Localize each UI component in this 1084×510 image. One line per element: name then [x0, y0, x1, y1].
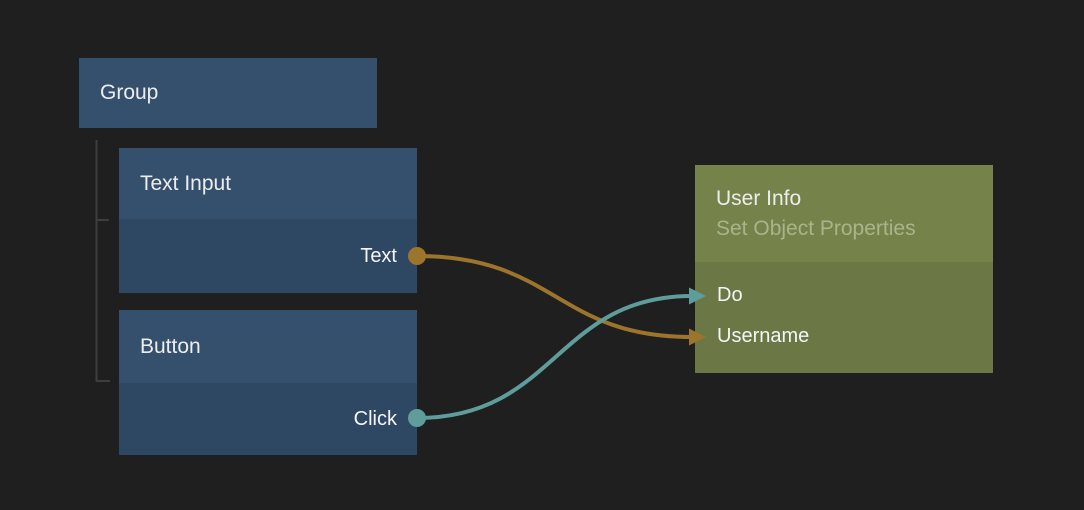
- wire-text-to-username[interactable]: [416, 254, 693, 339]
- node-group-title: Group: [100, 81, 159, 104]
- output-label-click: Click: [353, 407, 397, 430]
- node-text-input-header: Text Input: [119, 148, 417, 219]
- node-button-header: Button: [119, 310, 417, 383]
- node-user-info-header: User Info Set Object Properties: [695, 165, 993, 262]
- node-button-body: Click: [119, 383, 417, 455]
- wire-click-to-do[interactable]: [416, 294, 693, 420]
- node-button[interactable]: Button Click: [119, 310, 417, 455]
- node-group[interactable]: Group: [79, 58, 377, 128]
- node-user-info[interactable]: User Info Set Object Properties Do Usern…: [695, 165, 993, 373]
- node-user-info-title: User Info: [716, 187, 802, 210]
- input-row-do: Do: [695, 275, 993, 316]
- node-group-header: Group: [79, 58, 377, 128]
- node-button-title: Button: [140, 334, 201, 358]
- input-row-username: Username: [695, 316, 993, 357]
- output-row-click: Click: [119, 383, 417, 455]
- node-user-info-body: Do Username: [695, 262, 993, 373]
- output-row-text: Text: [119, 219, 417, 293]
- input-label-username: Username: [717, 325, 810, 347]
- node-text-input-body: Text: [119, 219, 417, 293]
- group-branch-line: [95, 140, 110, 382]
- input-label-do: Do: [717, 284, 743, 306]
- node-user-info-subtitle: Set Object Properties: [716, 217, 916, 240]
- node-text-input[interactable]: Text Input Text: [119, 148, 417, 293]
- node-text-input-title: Text Input: [140, 171, 232, 195]
- output-label-text: Text: [360, 244, 397, 267]
